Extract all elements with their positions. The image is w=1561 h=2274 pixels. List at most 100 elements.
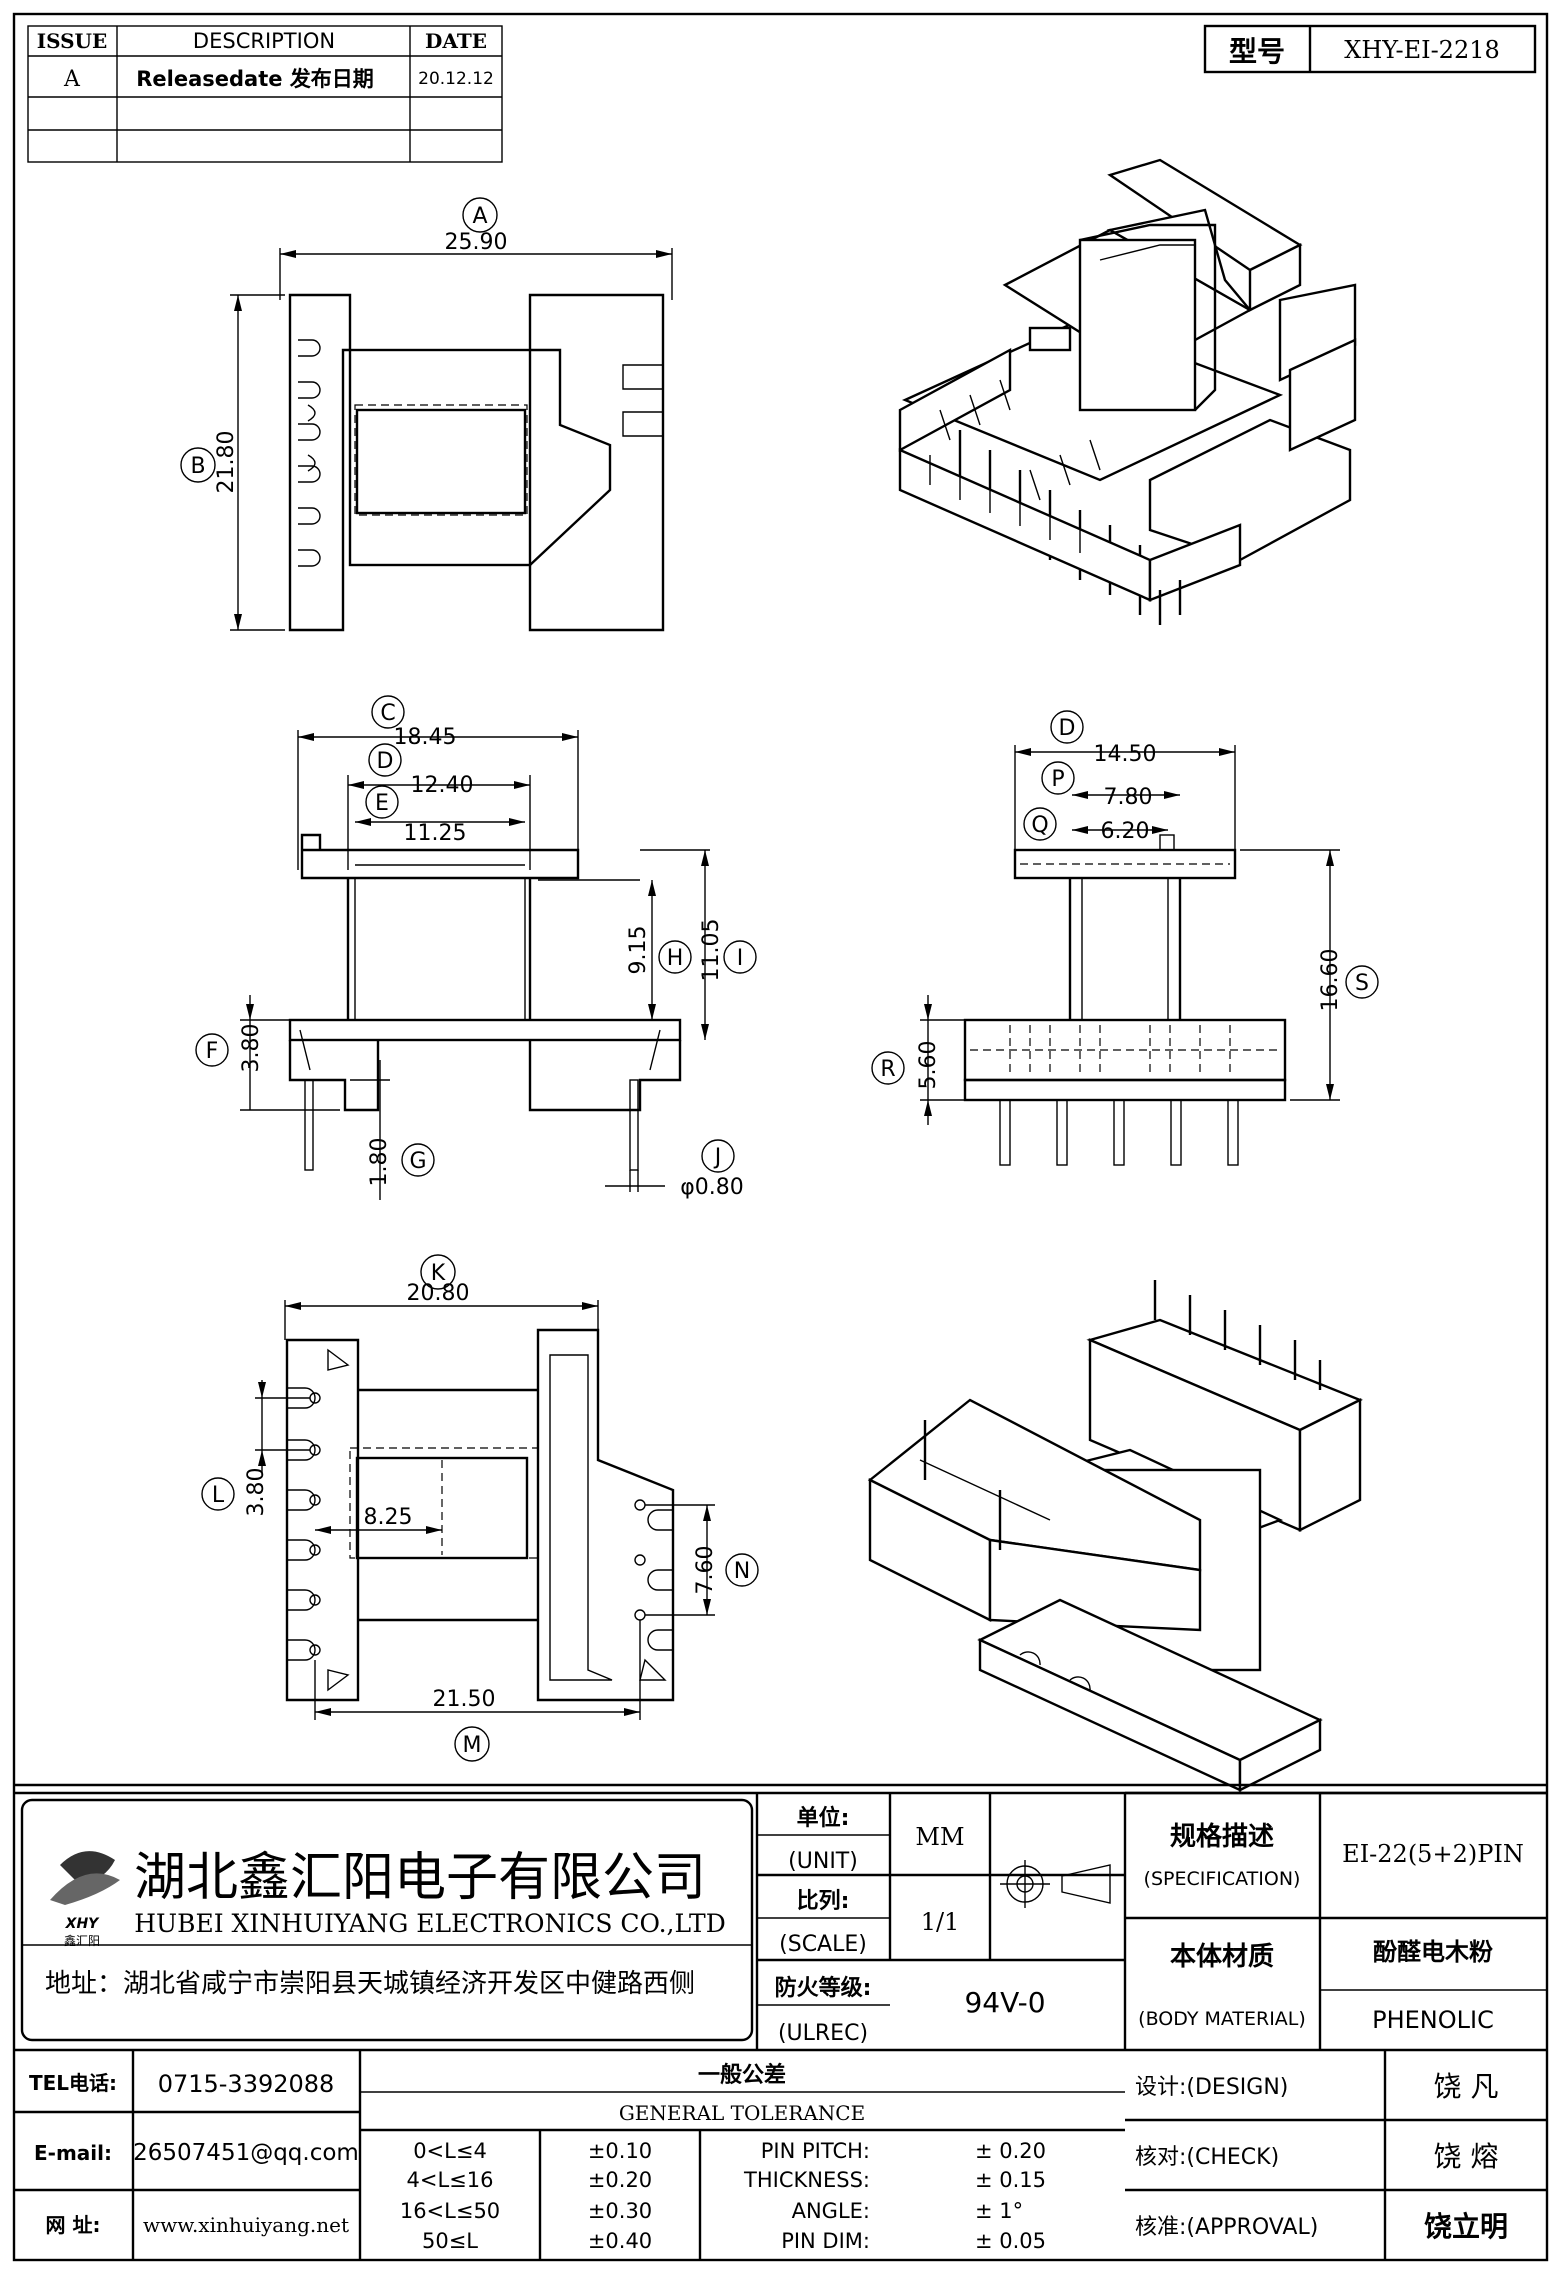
spec-pin-pitch-label: PIN PITCH: (761, 2139, 870, 2163)
unit-value: MM (915, 1823, 964, 1851)
spec-angle-value: ± 1° (975, 2199, 1023, 2223)
unit-label-cn: 单位: (797, 1805, 850, 1831)
side-view: D 14.50 P 7.80 Q 6.20 (871, 710, 1379, 1166)
dim-j-value: φ0.80 (680, 1175, 744, 1200)
spec-pin-pitch-value: ± 0.20 (975, 2139, 1046, 2163)
revision-date: 20.12.12 (418, 69, 494, 89)
check-label: 核对:(CHECK) (1135, 2145, 1279, 2170)
material-value-en: PHENOLIC (1372, 2006, 1494, 2034)
title-block-specs: 单位: (UNIT) MM 比列: (SCALE) 1/1 防火等级: (ULR… (755, 1793, 1127, 2050)
dim-m-value: 21.50 (433, 1687, 496, 1712)
check-name: 饶 熔 (1434, 2140, 1499, 2173)
spec-thickness-value: ± 0.15 (975, 2168, 1046, 2192)
spec-pin-dim-label: PIN DIM: (781, 2229, 870, 2253)
material-value-cn: 酚醛电木粉 (1373, 1938, 1493, 1966)
company-name-en: HUBEI XINHUIYANG ELECTRONICS CO.,LTD (134, 1909, 726, 1938)
tolerance-range-1: 0<L≤4 (413, 2139, 487, 2163)
approval-block: 设计:(DESIGN) 饶 凡 核对:(CHECK) 饶 熔 核准:(APPRO… (1125, 2050, 1547, 2260)
ulrec-label-en: (ULREC) (778, 2021, 868, 2046)
design-label: 设计:(DESIGN) (1135, 2075, 1288, 2100)
revision-table: ISSUE DESCRIPTION DATE A Releasedate 发布日… (27, 25, 503, 163)
dim-label-b: B (190, 454, 205, 479)
dim-label-d: D (377, 749, 394, 774)
dim-label-m: M (463, 1733, 482, 1758)
dim-label-e: E (375, 791, 389, 816)
revision-header-issue: ISSUE (37, 29, 108, 53)
web-value: www.xinhuiyang.net (143, 2213, 349, 2237)
dim-label-g: G (409, 1149, 426, 1174)
tolerance-range-2: 4<L≤16 (407, 2168, 494, 2192)
logo-text: XHY (65, 1916, 101, 1932)
revision-header-date: DATE (425, 29, 487, 53)
dim-label-i: I (737, 946, 744, 971)
tolerance-block: 一般公差 GENERAL TOLERANCE 0<L≤4 4<L≤16 16<L… (360, 2062, 1125, 2260)
bottom-view: K 20.80 3.80 L (201, 1254, 759, 1762)
unit-label-en: (UNIT) (788, 1849, 858, 1874)
company-logo (50, 1851, 120, 1905)
dim-f-value: 3.80 (239, 1024, 264, 1073)
dim-n-value: 7.60 (693, 1546, 718, 1595)
logo-subtext: 鑫汇阳 (64, 1933, 100, 1948)
dim-label-h: H (667, 946, 684, 971)
tel-label: TEL电话: (29, 2071, 117, 2095)
material-label-en: (BODY MATERIAL) (1138, 2008, 1306, 2030)
tel-value: 0715-3392088 (158, 2070, 335, 2098)
spec-material-block: 规格描述 (SPECIFICATION) EI-22(5+2)PIN 本体材质 … (1125, 1791, 1547, 2050)
dim-d2-value: 14.50 (1094, 742, 1157, 767)
dim-g-value: 1.80 (367, 1138, 392, 1187)
contact-block: TEL电话: 0715-3392088 E-mail: 26507451@qq.… (14, 2050, 362, 2260)
spec-value: EI-22(5+2)PIN (1342, 1840, 1524, 1868)
tolerance-value-3: ±0.30 (588, 2199, 652, 2223)
dim-a-value: 25.90 (445, 230, 508, 255)
tolerance-title-cn: 一般公差 (698, 2062, 786, 2088)
company-name-cn: 湖北鑫汇阳电子有限公司 (134, 1848, 706, 1908)
approval-label: 核准:(APPROVAL) (1135, 2215, 1318, 2240)
email-label: E-mail: (34, 2141, 112, 2165)
scale-label-cn: 比列: (797, 1889, 850, 1914)
iso-view-bottom (867, 1280, 1363, 1792)
dim-h-value: 9.15 (626, 926, 651, 975)
dim-r-value: 5.60 (916, 1041, 941, 1090)
spec-label-cn: 规格描述 (1170, 1821, 1274, 1852)
dim-inner-value: 8.25 (364, 1505, 413, 1530)
tolerance-range-4: 50≤L (422, 2229, 478, 2253)
sheet-border (12, 12, 1549, 2262)
revision-issue: A (63, 67, 81, 92)
dim-label-j: J (713, 1145, 722, 1170)
dim-s-value: 16.60 (1318, 949, 1343, 1012)
scale-value: 1/1 (921, 1908, 960, 1936)
company-block: XHY 鑫汇阳 湖北鑫汇阳电子有限公司 HUBEI XINHUIYANG ELE… (20, 1798, 754, 2042)
revision-description: Releasedate 发布日期 (136, 67, 374, 91)
scale-label-en: (SCALE) (779, 1932, 867, 1957)
dim-label-k: K (431, 1261, 446, 1286)
dim-label-r: R (880, 1057, 895, 1082)
material-label-cn: 本体材质 (1170, 1942, 1274, 1972)
dim-label-a: A (472, 204, 487, 229)
spec-label-en: (SPECIFICATION) (1144, 1868, 1301, 1890)
dim-b-value: 21.80 (214, 431, 239, 494)
dim-e-value: 11.25 (404, 821, 467, 846)
dim-d-value: 12.40 (411, 773, 474, 798)
revision-header-description: DESCRIPTION (193, 29, 335, 53)
part-number-value: XHY-EI-2218 (1344, 36, 1500, 64)
dim-label-s: S (1355, 971, 1369, 996)
ulrec-label-cn: 防火等级: (775, 1975, 872, 2001)
part-number-label: 型号 (1229, 35, 1285, 68)
spec-pin-dim-value: ± 0.05 (975, 2229, 1046, 2253)
dim-k-value: 20.80 (407, 1281, 470, 1306)
tolerance-value-1: ±0.10 (588, 2139, 652, 2163)
spec-angle-label: ANGLE: (792, 2199, 870, 2223)
dim-label-q: Q (1031, 813, 1048, 838)
dim-label-d2: D (1059, 716, 1076, 741)
tolerance-title-en: GENERAL TOLERANCE (619, 2101, 865, 2125)
approval-name: 饶立明 (1424, 2210, 1508, 2243)
dim-p-value: 7.80 (1104, 785, 1153, 810)
design-name: 饶 凡 (1434, 2070, 1499, 2103)
iso-view-top (898, 158, 1357, 625)
dim-i-value: 11.05 (699, 919, 724, 982)
part-number-box: 型号 XHY-EI-2218 (1203, 24, 1537, 74)
dim-l-value: 3.80 (244, 1468, 269, 1517)
dim-label-l: L (212, 1483, 225, 1508)
dim-label-p: P (1051, 767, 1064, 792)
